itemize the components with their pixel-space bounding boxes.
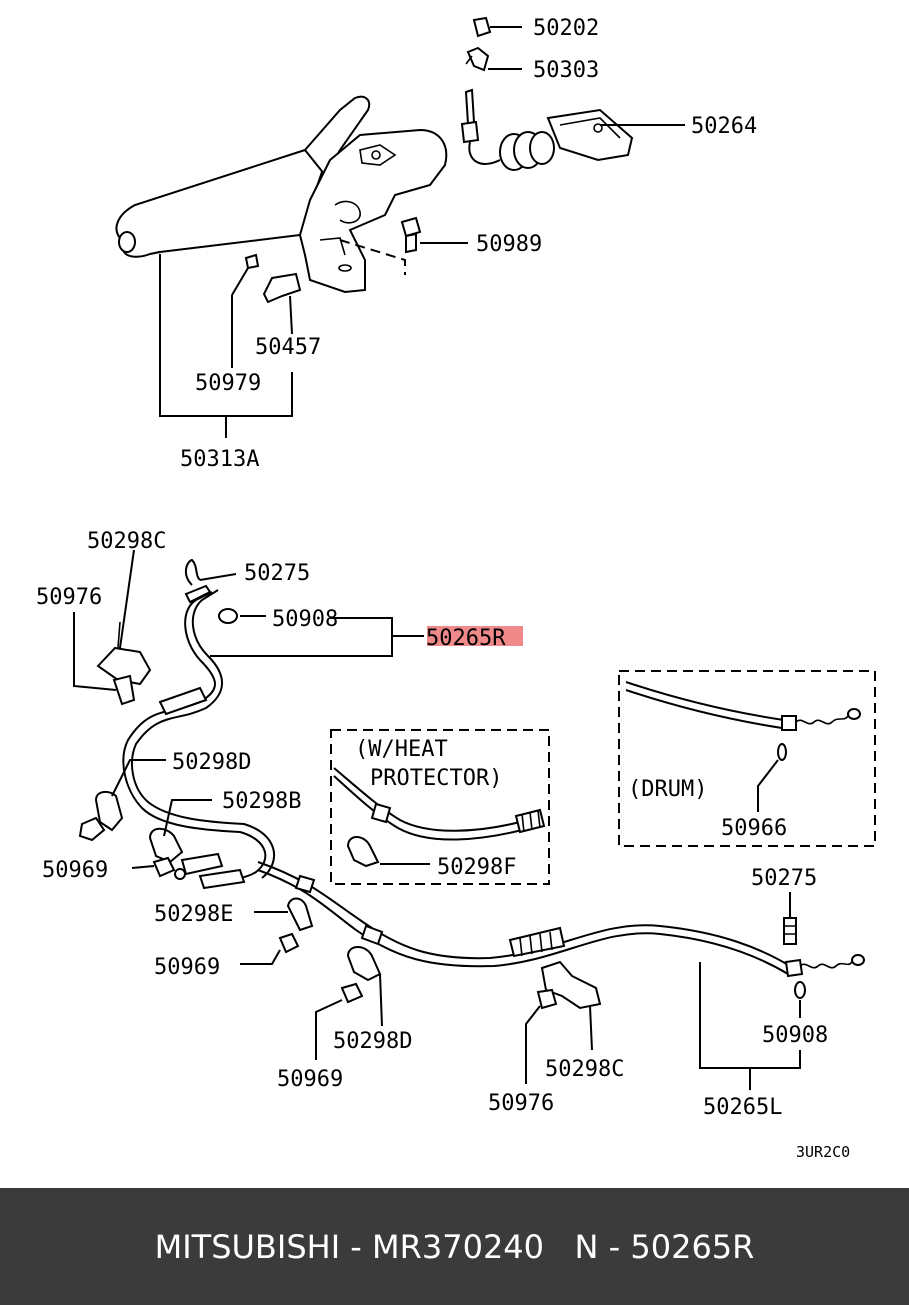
bolt-50976-top-leader [73,612,117,691]
label-50908-right: 50908 [762,1023,828,1048]
label-50275-top: 50275 [244,561,310,586]
label-50976-top: 50976 [36,585,102,610]
label-50202: 50202 [533,16,599,41]
label-heat-line1: (W/HEAT [355,737,448,762]
label-50989: 50989 [476,232,542,257]
label-50457: 50457 [255,335,321,360]
label-50969-c: 50969 [277,1067,343,1092]
pin-50275-top-drawing [185,558,237,586]
nut-50969-c-drawing [240,932,300,965]
cable-50265L-drawing [257,861,865,978]
pin-50275-right-drawing [783,892,797,945]
label-50303: 50303 [533,58,599,83]
label-50979: 50979 [195,371,261,396]
label-50976-bottom: 50976 [488,1091,554,1116]
label-drum: (DRUM) [628,777,707,802]
nut-50969-a-drawing [78,816,106,842]
clip-50298E-drawing [254,897,314,932]
parts-diagram-svg: 50202 50303 50264 50989 50457 50979 5031… [36,16,876,1161]
nut-50969-b-drawing [131,856,176,878]
screw-50979-drawing [231,253,260,368]
clip-50298D-bottom-drawing [346,946,383,1027]
footer-bar: MITSUBISHI - MR370240 N - 50265R [0,1188,909,1305]
parts-diagram: 50202 50303 50264 50989 50457 50979 5031… [36,16,876,1161]
label-50298E: 50298E [154,902,233,927]
cable-50265R-drawing [122,584,276,890]
label-50298C-top: 50298C [87,529,166,554]
highlight-50265R [427,626,523,646]
washer-50908-right-drawing [794,981,806,1018]
bracket-50457-drawing [262,272,302,335]
nut-50969-d-drawing [315,982,364,1060]
label-50298B: 50298B [222,789,301,814]
label-50298D-top: 50298D [172,750,251,775]
clip-50298D-top-drawing [94,759,166,832]
bracket-50298C-bottom-drawing [525,960,602,1084]
label-50969-a: 50969 [42,858,108,883]
clip-50298B-drawing [148,799,212,864]
switch-50264-drawing [460,88,685,171]
label-50275-right: 50275 [751,866,817,891]
nut-50202-drawing [472,16,522,38]
label-50298C-bottom: 50298C [545,1057,624,1082]
assembly-50313A-leader [159,254,293,438]
label-50969-b: 50969 [154,955,220,980]
diagram-code: 3UR2C0 [796,1143,850,1161]
cable-50265R-leader [210,617,424,657]
label-50298D-bottom: 50298D [333,1029,412,1054]
bolt-50989-drawing [400,216,468,254]
label-heat-line2: PROTECTOR) [370,766,502,791]
label-50265R: 50265R [426,626,506,651]
label-50298F: 50298F [437,855,516,880]
label-50313A: 50313A [180,447,259,472]
cable-50265L-leader [699,962,801,1090]
bracket-50298C-top-drawing [96,549,152,706]
heat-protector-inset [330,729,550,885]
label-50264: 50264 [691,114,757,139]
label-50265L: 50265L [703,1095,782,1120]
washer-50908-top-drawing [218,608,266,624]
drum-inset [618,670,876,847]
label-50966: 50966 [721,816,787,841]
label-50908-top: 50908 [272,607,338,632]
clip-50303-drawing [465,46,522,72]
parking-brake-lever-drawing [115,95,448,294]
footer-part-info: MITSUBISHI - MR370240 N - 50265R [154,1227,755,1266]
